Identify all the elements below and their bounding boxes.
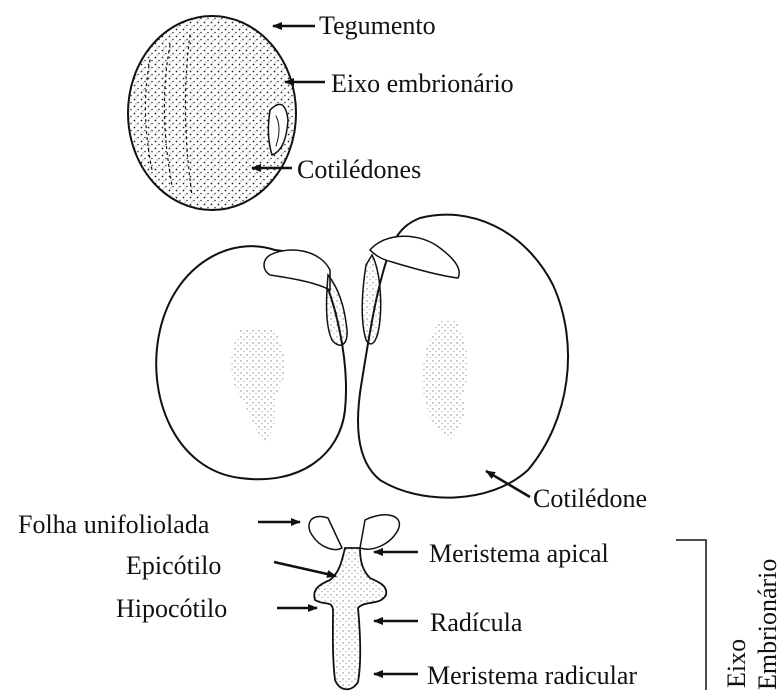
unifoliolate-leaf-left: [309, 516, 342, 549]
embryo-axis-body: [314, 548, 386, 689]
open-seed: [156, 215, 568, 498]
whole-seed: [128, 16, 296, 210]
embryo-axis-right: [362, 255, 381, 344]
label-meristema-radicular: Meristema radicular: [427, 661, 637, 690]
label-radicula: Radícula: [430, 608, 523, 637]
label-bracket-embrionario: Embrionário: [753, 559, 782, 690]
label-epicotilo: Epicótilo: [126, 551, 221, 580]
label-cotiledone: Cotilédone: [533, 484, 647, 513]
label-hipocotilo: Hipocótilo: [116, 594, 227, 623]
eixo-bracket: [676, 540, 706, 690]
embryo-axis-detached: [309, 515, 399, 689]
label-folha-unifoliolada: Folha unifoliolada: [18, 510, 210, 539]
unifoliolate-leaf-right: [360, 515, 399, 549]
label-cotiledones: Cotilédones: [297, 155, 421, 184]
arrow-epicotilo: [274, 562, 336, 576]
embryo-axis-left: [327, 275, 348, 345]
label-eixo-embrionario: Eixo embrionário: [331, 69, 514, 98]
label-tegumento: Tegumento: [319, 11, 436, 40]
label-meristema-apical: Meristema apical: [429, 539, 609, 568]
label-bracket-eixo: Eixo: [722, 639, 751, 688]
